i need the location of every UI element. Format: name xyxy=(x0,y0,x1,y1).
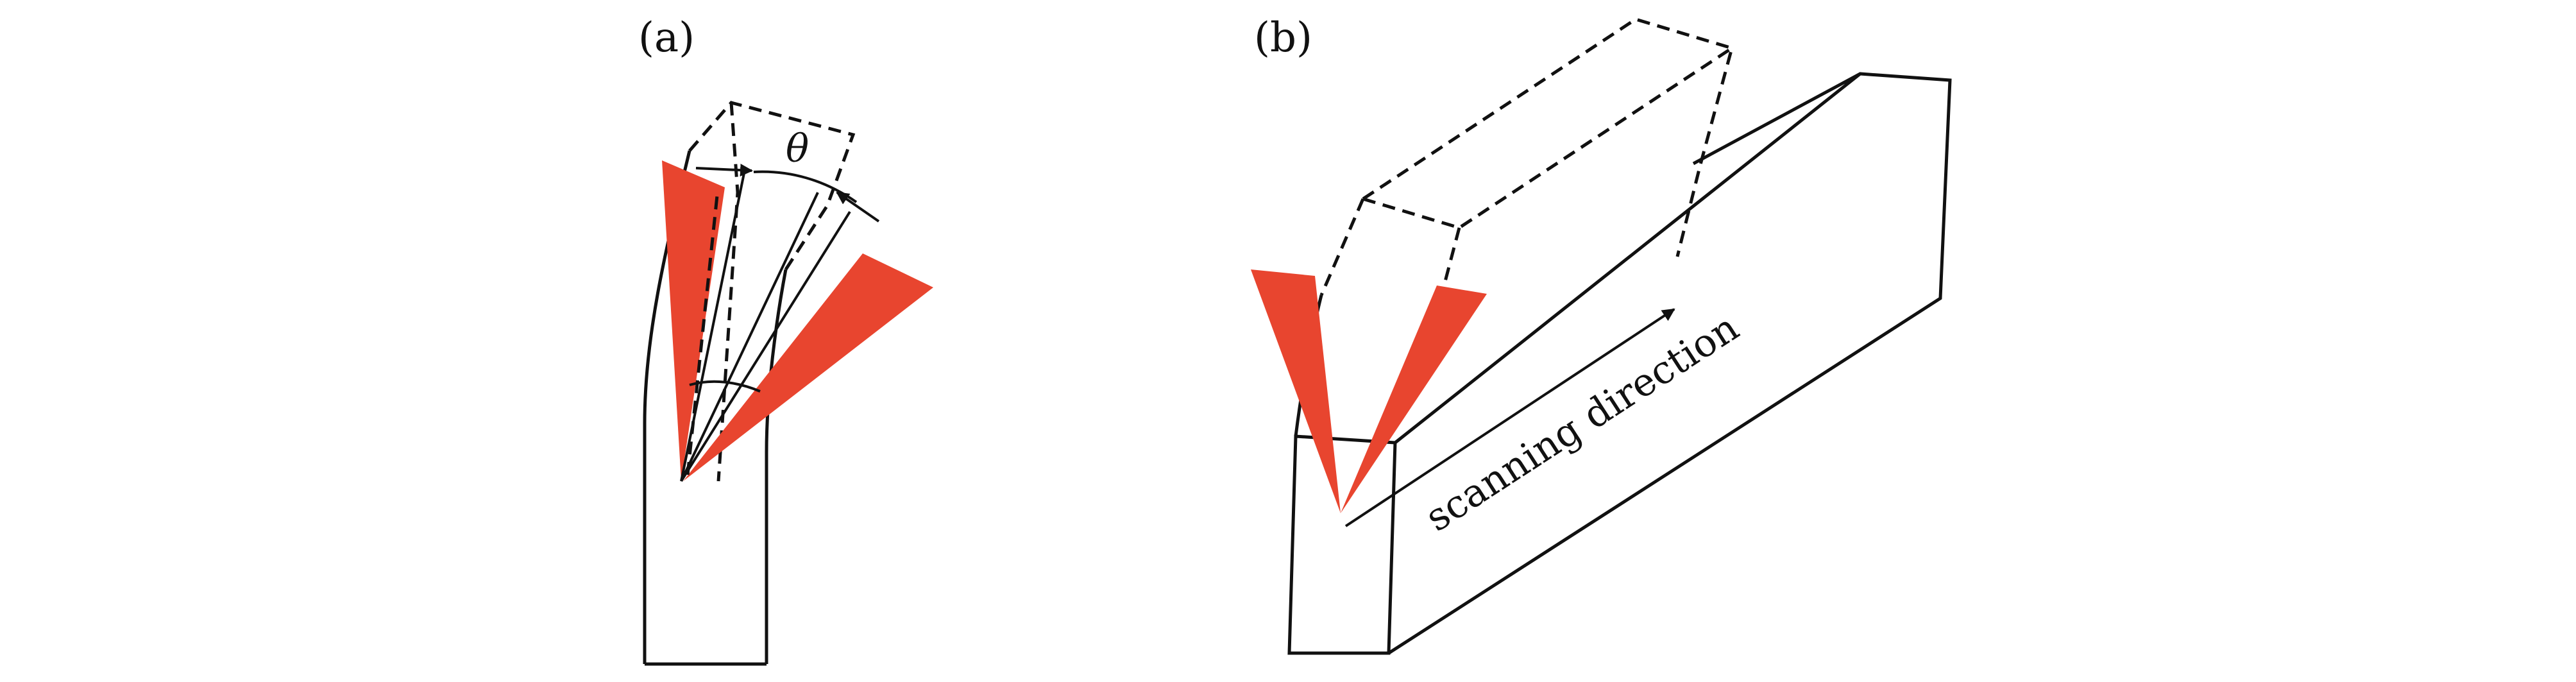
laser-beam-right xyxy=(683,253,933,481)
panel-a: (a) θ xyxy=(638,14,933,666)
dashed-wall-extension xyxy=(688,101,856,482)
scan-direction-label: scanning direction xyxy=(1418,305,1747,540)
panel-a-label: (a) xyxy=(638,14,695,62)
fan-lines xyxy=(680,173,851,482)
laser-beam-right-b xyxy=(1341,286,1487,513)
theta-arrow-right xyxy=(836,191,880,223)
panel-b: (b) scanning direction xyxy=(1251,14,1952,655)
theta-arrow-left xyxy=(695,164,753,177)
scanned-wall-box xyxy=(1287,72,1952,655)
dashed-extension-block xyxy=(1319,17,1734,296)
laser-beam-left-b xyxy=(1251,269,1341,513)
laser-beam-left xyxy=(662,160,725,481)
inner-angle-arc xyxy=(689,380,761,393)
theta-label: θ xyxy=(786,126,809,171)
theta-arc xyxy=(753,170,858,203)
scan-direction-arrow xyxy=(1344,308,1675,527)
panel-b-label: (b) xyxy=(1254,14,1312,62)
